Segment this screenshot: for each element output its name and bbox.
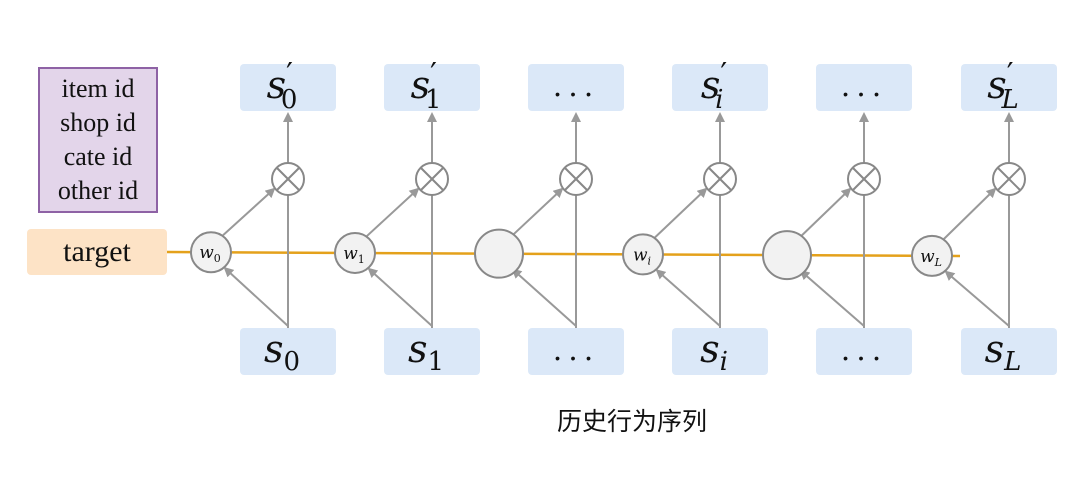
target-connector-line xyxy=(166,250,961,258)
multiply-cross-b xyxy=(276,167,300,191)
weight-node xyxy=(762,230,812,281)
input-box xyxy=(816,328,912,375)
weight-node xyxy=(190,231,232,274)
input-box xyxy=(384,328,480,375)
input-label: ... xyxy=(841,333,888,368)
weight-label: w0 xyxy=(199,243,221,265)
output-label: s′0 xyxy=(267,57,298,115)
output-box xyxy=(961,64,1057,111)
multiply-cross-b xyxy=(420,167,444,191)
weight-to-multiply-arrow xyxy=(222,187,276,236)
multiply-cross-b xyxy=(564,167,588,191)
multiply-cross-b xyxy=(708,167,732,191)
output-box xyxy=(528,64,624,111)
output-box xyxy=(816,64,912,111)
weight-to-multiply-arrow xyxy=(943,187,997,240)
input-box xyxy=(240,328,336,375)
output-label: s′1 xyxy=(411,57,442,115)
weight-label: w1 xyxy=(343,244,365,266)
input-to-weight-arrow xyxy=(367,267,433,327)
input-label: s0 xyxy=(264,327,300,377)
weight-to-multiply-arrow xyxy=(366,187,420,237)
weight-to-multiply-arrow xyxy=(510,187,564,238)
output-box xyxy=(672,64,768,111)
sequence-caption: 历史行为序列 xyxy=(556,407,707,436)
output-label: ... xyxy=(553,69,600,104)
input-box xyxy=(672,328,768,375)
output-box xyxy=(240,64,336,111)
weight-label: wi xyxy=(633,245,651,267)
weight-label: wL xyxy=(920,247,942,269)
target-box: target xyxy=(27,229,167,275)
output-label: s′L xyxy=(987,57,1019,115)
input-to-weight-arrow xyxy=(655,269,721,327)
weight-node xyxy=(334,231,376,274)
multiply-cross-b xyxy=(997,167,1021,191)
id-feature-cate: cate id xyxy=(63,142,133,171)
input-label: si xyxy=(700,327,728,377)
input-label: ... xyxy=(553,333,600,368)
id-feature-item: item id xyxy=(61,74,135,103)
input-to-weight-arrow xyxy=(223,266,289,327)
input-label: s1 xyxy=(408,327,444,377)
id-feature-shop: shop id xyxy=(60,108,136,137)
input-box xyxy=(961,328,1057,375)
multiply-cross-b xyxy=(852,167,876,191)
columns-layer: w0 s′0 s0 w1 s′1 s1...... wi s′i si...... wL s′L sL xyxy=(190,57,1057,377)
output-box xyxy=(384,64,480,111)
id-features-box: item id shop id cate id other id xyxy=(38,67,158,213)
input-label: sL xyxy=(985,327,1022,377)
id-feature-other: other id xyxy=(57,176,139,205)
weight-to-multiply-arrow xyxy=(798,187,852,239)
weight-to-multiply-arrow xyxy=(654,187,708,239)
weight-node xyxy=(622,233,664,276)
input-to-weight-arrow xyxy=(511,268,577,327)
output-label: ... xyxy=(841,69,888,104)
input-to-weight-arrow xyxy=(799,269,865,327)
output-label: s′i xyxy=(701,57,728,115)
weight-node xyxy=(474,228,524,279)
weight-node xyxy=(911,234,953,277)
input-to-weight-arrow xyxy=(944,270,1010,327)
input-box xyxy=(528,328,624,375)
